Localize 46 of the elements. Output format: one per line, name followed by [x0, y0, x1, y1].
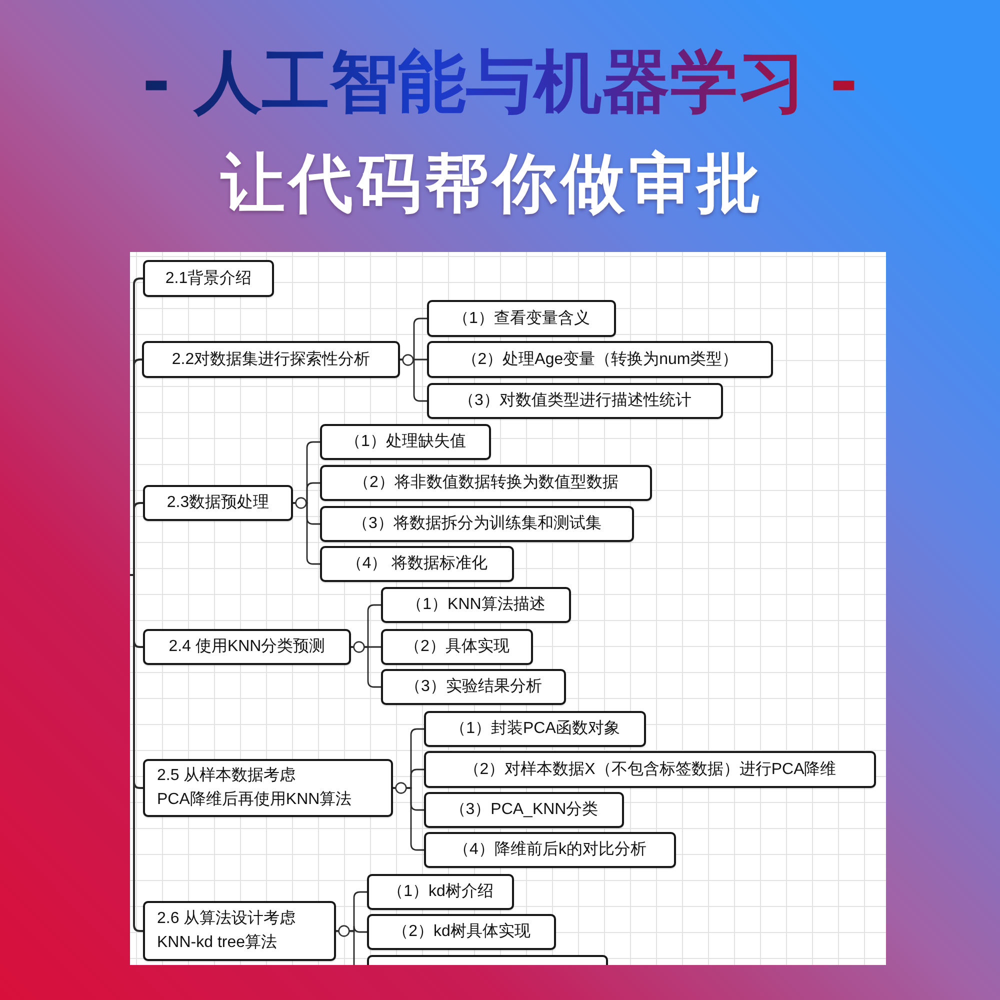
- topic-box: [143, 901, 336, 961]
- topic-text: （2）对样本数据X（不包含标签数据）进行PCA降维: [464, 760, 836, 780]
- topic-text: （3）对数值类型进行描述性统计: [458, 390, 692, 411]
- topic-text: 2.4 使用KNN分类预测: [168, 636, 326, 657]
- topic-box: [424, 832, 676, 868]
- topic-text: 2.1背景介绍: [165, 268, 252, 288]
- topic-box: [367, 914, 556, 950]
- topic-box: [143, 629, 351, 665]
- topic-text: （2）将非数值数据转换为数值型数据: [354, 472, 618, 493]
- topic-text: （4） 将数据标准化: [346, 554, 488, 574]
- topic-box: [427, 383, 723, 419]
- topic-box: [424, 711, 646, 747]
- topic-text: （3）将数据拆分为训练集和测试集: [352, 514, 602, 534]
- topic-text: （1）KNN算法描述: [406, 594, 546, 615]
- topic-box: [381, 669, 566, 705]
- topic-box: [367, 955, 608, 965]
- topic-box: [381, 587, 571, 623]
- topic-box: [381, 629, 533, 665]
- topic-box: [320, 506, 634, 542]
- topic-text: （2）具体实现: [404, 636, 510, 657]
- topic-box: [427, 300, 616, 337]
- topic-box: [143, 485, 293, 521]
- topic-text: （3）PCA_KNN分类: [450, 800, 598, 820]
- topic-text: （2）处理Age变量（转换为num类型）: [462, 350, 738, 370]
- topic-text: （4）降维前后k的对比分析: [454, 840, 646, 860]
- topic-text: 2.3数据预处理: [166, 492, 270, 513]
- topic-box: [424, 751, 876, 788]
- topic-text: （1）查看变量含义: [453, 308, 590, 328]
- topic-box: [424, 792, 624, 828]
- topic-text: 2.2对数据集进行探索性分析: [172, 350, 370, 370]
- topic-text: 2.6 从算法设计考虑 KNN-kd tree算法: [157, 908, 297, 953]
- topic-box: [320, 465, 652, 501]
- topic-box: [367, 874, 514, 910]
- topic-text: （2）kd树具体实现: [392, 922, 530, 942]
- topic-box: [143, 759, 393, 817]
- topic-text: （1）处理缺失值: [345, 432, 466, 452]
- topic-box: [320, 424, 491, 460]
- topic-box: [320, 546, 514, 582]
- topic-box: [142, 341, 400, 378]
- topic-text: （3）实验结果分析: [405, 676, 542, 697]
- topic-box: [143, 260, 274, 297]
- topic-text: （1）kd树介绍: [388, 882, 494, 902]
- topic-box: [427, 341, 773, 378]
- topic-text: （1）封装PCA函数对象: [450, 718, 620, 739]
- topic-text: 2.5 从样本数据考虑 PCA降维后再使用KNN算法: [157, 766, 353, 810]
- subtitle: 让代码帮你做审批: [221, 146, 765, 223]
